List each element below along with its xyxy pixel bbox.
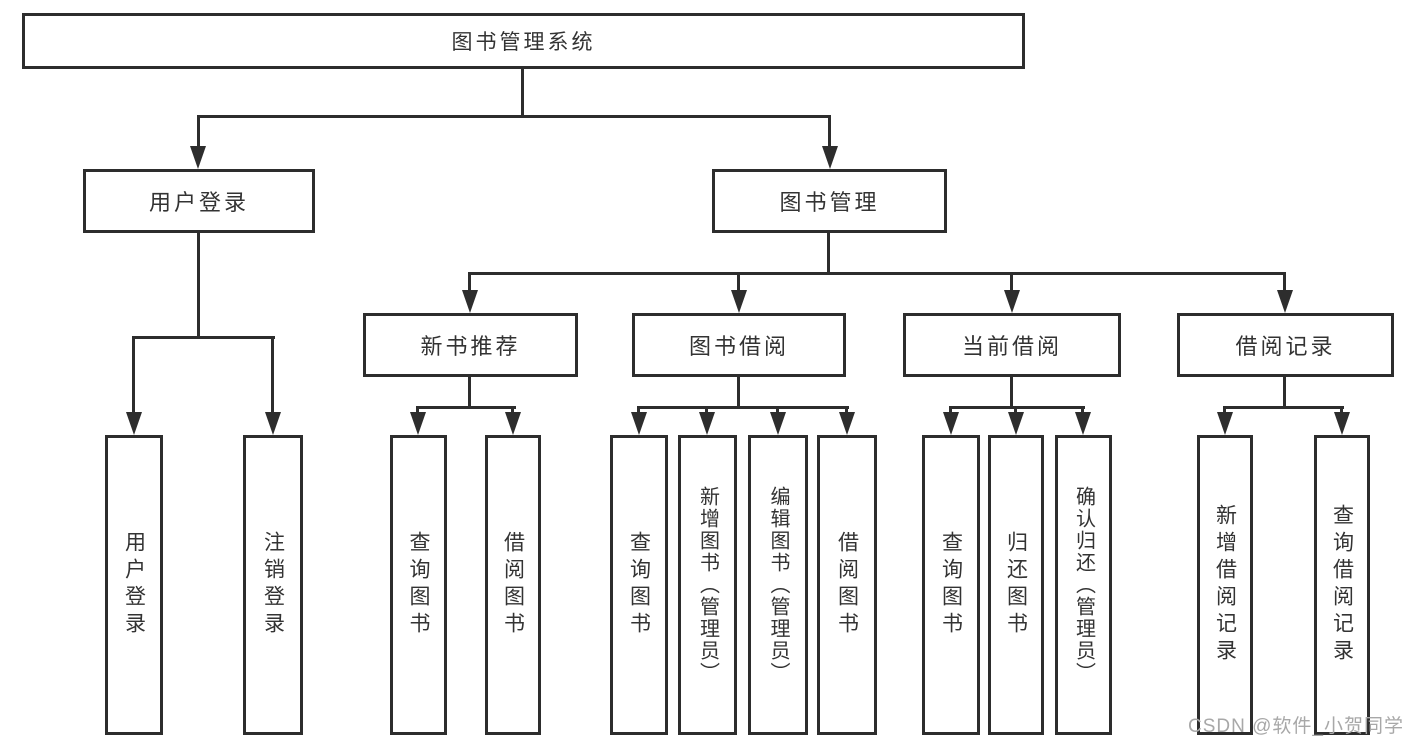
node-leaf-borrow-books: 借阅图书	[817, 435, 877, 735]
connector-line	[828, 115, 831, 149]
node-leaf-logout: 注销登录	[243, 435, 303, 735]
node-leaf-borrow-books-recommend: 借阅图书	[485, 435, 541, 735]
node-leaf-edit-books-admin: 编辑图书（管理员）	[748, 435, 808, 735]
connector-line	[1223, 406, 1344, 409]
node-library-management-system: 图书管理系统	[22, 13, 1025, 69]
node-leaf-return-books: 归还图书	[988, 435, 1044, 735]
arrow-down-icon	[731, 290, 747, 313]
node-label: 注销登录	[261, 531, 285, 639]
node-label: 借阅图书	[501, 531, 525, 639]
arrow-down-icon	[190, 146, 206, 169]
connector-line	[949, 406, 952, 415]
arrow-down-icon	[631, 412, 647, 435]
connector-line	[197, 115, 200, 149]
arrow-down-icon	[1277, 290, 1293, 313]
connector-line	[468, 272, 1286, 275]
connector-line	[1010, 272, 1013, 293]
arrow-down-icon	[1004, 290, 1020, 313]
node-user-login: 用户登录	[83, 169, 315, 233]
connector-line	[637, 406, 849, 409]
connector-line	[776, 406, 779, 415]
arrow-down-icon	[462, 290, 478, 313]
arrow-down-icon	[943, 412, 959, 435]
node-label: 确认归还（管理员）	[1072, 486, 1095, 684]
node-label: 归还图书	[1004, 531, 1028, 639]
connector-line	[132, 336, 135, 415]
arrow-down-icon	[505, 412, 521, 435]
connector-line	[132, 336, 275, 339]
connector-line	[1081, 406, 1084, 415]
connector-line	[416, 406, 516, 409]
node-label: 图书管理系统	[451, 31, 596, 54]
node-book-borrowing: 图书借阅	[632, 313, 846, 377]
node-new-book-recommend: 新书推荐	[363, 313, 578, 377]
arrow-down-icon	[265, 412, 281, 435]
connector-line	[521, 68, 524, 118]
connector-line	[468, 377, 471, 409]
arrow-down-icon	[126, 412, 142, 435]
connector-line	[1223, 406, 1226, 415]
node-label: 查询图书	[627, 531, 651, 639]
node-borrowing-records: 借阅记录	[1177, 313, 1394, 377]
connector-line	[197, 233, 200, 339]
node-label: 用户登录	[148, 190, 249, 215]
connector-line	[845, 406, 848, 415]
connector-line	[1283, 272, 1286, 293]
connector-line	[468, 272, 471, 293]
arrow-down-icon	[770, 412, 786, 435]
connector-line	[637, 406, 640, 415]
node-label: 新增图书（管理员）	[696, 486, 719, 684]
connector-line	[705, 406, 708, 415]
connector-line	[949, 406, 1085, 409]
node-label: 借阅记录	[1235, 334, 1336, 359]
node-label: 查询借阅记录	[1330, 504, 1354, 666]
node-label: 借阅图书	[835, 531, 859, 639]
arrow-down-icon	[410, 412, 426, 435]
connector-line	[737, 272, 740, 293]
arrow-down-icon	[1217, 412, 1233, 435]
csdn-watermark: CSDN @软件_小贺同学	[1188, 716, 1404, 737]
node-label: 新增借阅记录	[1213, 504, 1237, 666]
node-leaf-add-borrow-record: 新增借阅记录	[1197, 435, 1253, 735]
connector-line	[271, 336, 274, 415]
node-label: 当前借阅	[961, 334, 1062, 359]
arrow-down-icon	[1008, 412, 1024, 435]
arrow-down-icon	[699, 412, 715, 435]
node-current-borrowing: 当前借阅	[903, 313, 1121, 377]
node-label: 用户登录	[122, 531, 146, 639]
connector-line	[737, 377, 740, 409]
arrow-down-icon	[1075, 412, 1091, 435]
arrow-down-icon	[1334, 412, 1350, 435]
node-leaf-user-login: 用户登录	[105, 435, 163, 735]
node-label: 编辑图书（管理员）	[767, 486, 789, 684]
node-label: 查询图书	[407, 531, 430, 639]
connector-line	[197, 115, 831, 118]
connector-line	[1014, 406, 1017, 415]
connector-line	[511, 406, 514, 415]
arrow-down-icon	[839, 412, 855, 435]
connector-line	[827, 233, 830, 275]
node-book-management: 图书管理	[712, 169, 947, 233]
connector-line	[416, 406, 419, 415]
node-leaf-query-books-borrow: 查询图书	[610, 435, 668, 735]
node-label: 图书借阅	[688, 334, 789, 359]
node-label: 图书管理	[779, 190, 880, 215]
connector-line	[1010, 377, 1013, 409]
connector-line	[1340, 406, 1343, 415]
node-leaf-query-books-recommend: 查询图书	[390, 435, 447, 735]
connector-line	[1283, 377, 1286, 409]
arrow-down-icon	[822, 146, 838, 169]
node-leaf-confirm-return-admin: 确认归还（管理员）	[1055, 435, 1112, 735]
node-leaf-query-books-current: 查询图书	[922, 435, 980, 735]
node-label: 新书推荐	[420, 334, 521, 359]
node-label: 查询图书	[939, 531, 963, 639]
node-leaf-query-borrow-record: 查询借阅记录	[1314, 435, 1370, 735]
node-leaf-add-books-admin: 新增图书（管理员）	[678, 435, 737, 735]
